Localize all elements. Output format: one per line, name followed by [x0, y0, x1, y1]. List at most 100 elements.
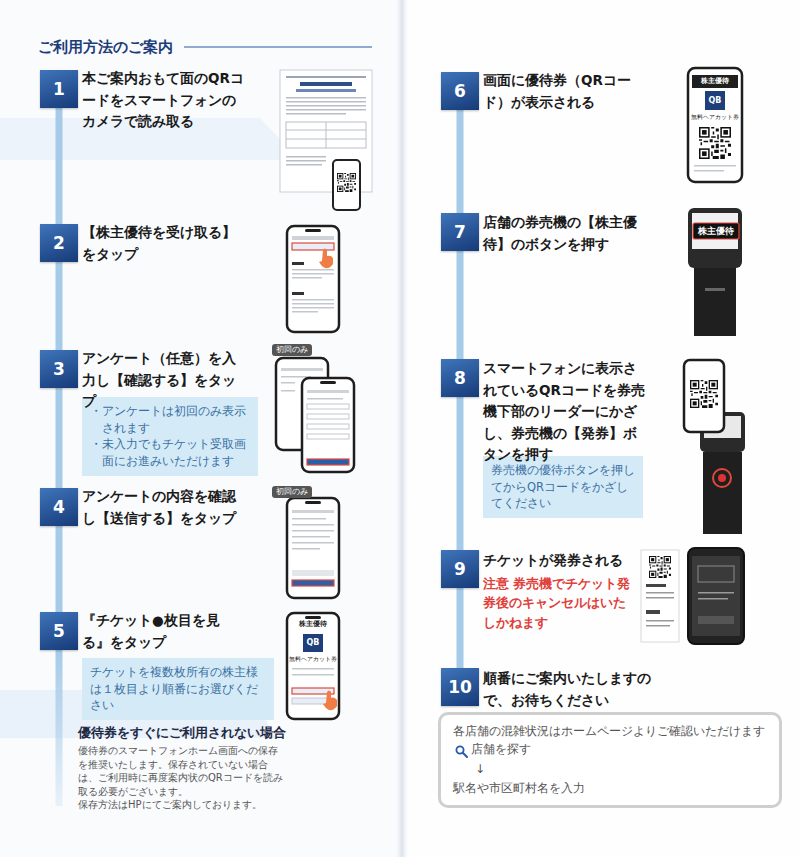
screen-line — [698, 592, 734, 594]
step-number: 8 — [441, 359, 479, 397]
screen-line — [292, 303, 334, 305]
screen-line — [292, 530, 334, 532]
phone-body — [287, 498, 339, 598]
ticket-line — [646, 584, 666, 587]
note-box: ・アンケートは初回のみ表示されます・未入力でもチケット受取画面にお進みいただけま… — [82, 397, 258, 476]
screen-panel — [698, 566, 734, 582]
leaflet-line — [286, 113, 346, 115]
first-time-tag: 初回のみ — [272, 486, 312, 498]
section-body: 保存方法はHPにてご案内しております。 — [78, 798, 283, 812]
ticket-line — [646, 597, 674, 599]
leaflet-table — [326, 122, 327, 148]
kiosk-stand — [694, 268, 736, 336]
search-icon-handle — [463, 753, 467, 757]
phone-notch — [320, 381, 336, 384]
leaflet-line — [286, 105, 366, 107]
note-text: 券売機の優待ボタンを押してからQRコードをかざしてください — [491, 462, 635, 512]
tag-text: 初回のみ — [276, 487, 308, 497]
timeline-connector — [457, 588, 464, 668]
info-box: 各店舗の混雑状況はホームページよりご確認いただけます店舗を探す↓駅名や市区町村名… — [438, 712, 782, 808]
step-number: 3 — [40, 350, 78, 388]
kiosk-button-text: 株主優待 — [693, 225, 739, 237]
screen-line — [694, 170, 724, 172]
screen-heading — [292, 262, 304, 265]
timeline-connector — [457, 110, 464, 213]
step-number: 10 — [441, 668, 479, 706]
tag-text: 初回のみ — [276, 345, 308, 355]
search-icon — [455, 745, 468, 758]
timeline-connector — [457, 397, 464, 550]
phone-body — [333, 160, 360, 210]
screen-header-text: 株主優待 — [289, 621, 337, 629]
step-text: 画面に優待券（QRコード）が表示される — [483, 70, 653, 113]
kiosk-stand — [703, 452, 742, 534]
screen-line — [292, 269, 334, 271]
qr-code — [337, 173, 356, 192]
screen-line — [292, 299, 334, 301]
screen-button — [698, 616, 734, 624]
phone-body — [287, 613, 339, 719]
page-title: ご利用方法のご案内 — [38, 36, 173, 58]
screen-bar — [292, 510, 334, 513]
note-box: チケットを複数枚所有の株主様は１枚目より順番にお選びください — [82, 658, 274, 720]
phone-body — [688, 548, 744, 644]
ticket — [641, 550, 679, 642]
leaflet-line — [286, 76, 366, 78]
note-text: ・未入力でもチケット受取画面にお進みいただけます — [90, 436, 250, 469]
step-text: アンケート（任意）を入力し【確認する】をタップ — [82, 348, 247, 413]
screen-line — [292, 548, 320, 550]
screen-field — [307, 414, 349, 419]
step-number: 9 — [441, 550, 479, 588]
screen-field — [307, 424, 349, 429]
note-text: 店舗を探す — [453, 740, 767, 759]
note-text: チケットを複数枚所有の株主様は１枚目より順番にお選びください — [90, 664, 266, 714]
phone-body — [688, 68, 742, 182]
step-number-text: 1 — [53, 79, 65, 99]
kiosk-screen — [692, 213, 738, 249]
leaflet-line — [286, 109, 366, 111]
phone-body — [287, 226, 339, 332]
right-page — [402, 0, 800, 857]
timeline-connector — [56, 108, 63, 224]
phone-notch — [305, 501, 321, 504]
warning-text: 注意 券売機でチケット発券後のキャンセルはいたしかねます — [483, 574, 633, 632]
screen-line — [281, 390, 295, 392]
screen-line — [292, 668, 334, 670]
logo-square — [303, 634, 323, 652]
screen-field — [307, 404, 349, 409]
screen-line — [694, 165, 736, 167]
leaflet-heading — [296, 89, 356, 92]
ticket-line — [646, 625, 670, 627]
phone-body — [684, 360, 724, 432]
step-number-text: 7 — [454, 222, 466, 242]
page-fold — [396, 0, 408, 857]
screen-line — [292, 273, 334, 275]
step-number-text: 3 — [53, 359, 65, 379]
section-heading: 優待券をすぐにご利用されない場合 — [78, 724, 318, 742]
screen-bar — [307, 390, 349, 393]
screen-line — [292, 524, 334, 526]
phone-notch — [305, 229, 321, 232]
timeline-connector — [457, 251, 464, 359]
screen-line — [292, 311, 318, 313]
screen-text: 無料ヘアカット券 — [690, 114, 740, 121]
note-text: 駅名や市区町村名を入力 — [453, 779, 767, 798]
left-page — [0, 0, 402, 857]
title-rule — [184, 46, 372, 47]
screen-field — [307, 434, 349, 439]
ticket-line — [646, 620, 674, 622]
step-number-text: 4 — [53, 497, 65, 517]
timeline-connector — [56, 262, 63, 350]
screen-button — [292, 570, 334, 576]
step-text: スマートフォンに表示されているQRコードを券売機下部のリーダーにかざし、券売機の… — [483, 358, 648, 466]
qr-code — [649, 556, 671, 578]
screen-line — [292, 536, 330, 538]
step-number: 6 — [441, 72, 479, 110]
qr-code — [690, 380, 718, 408]
screen-line — [292, 542, 334, 544]
step-number-text: 10 — [448, 677, 472, 697]
step-number-text: 8 — [454, 368, 466, 388]
screen-line — [292, 277, 322, 279]
section-body: 優待券のスマートフォンホーム画面への保存を推奨いたします。保存されていない場合は… — [78, 744, 283, 798]
